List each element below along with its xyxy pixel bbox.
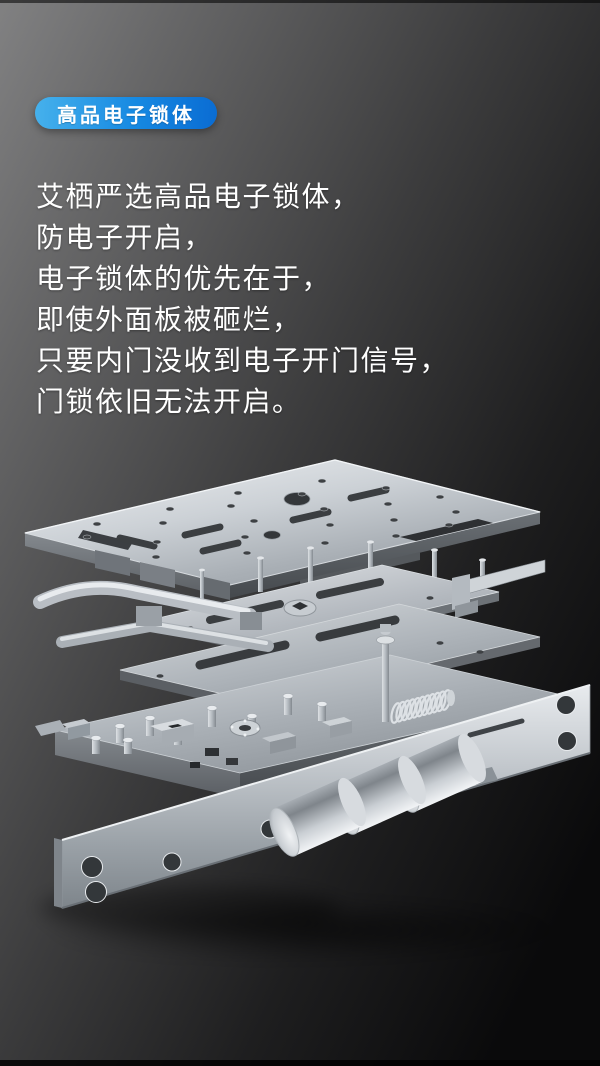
- spring: [390, 689, 455, 724]
- product-badge: 高品电子锁体: [35, 97, 217, 129]
- support-posts: [199, 540, 486, 610]
- description-line: 即使外面板被砸烂，: [36, 304, 302, 335]
- product-badge-label: 高品电子锁体: [57, 104, 195, 127]
- description-line: 艾栖严选高品电子锁体，: [36, 181, 361, 212]
- description-line: 电子锁体的优先在于，: [36, 263, 332, 294]
- product-description: 艾栖严选高品电子锁体， 防电子开启， 电子锁体的优先在于， 即使外面板被砸烂， …: [36, 176, 576, 422]
- left-lever-arms: [33, 580, 274, 652]
- description-line: 防电子开启，: [36, 222, 214, 253]
- lock-exploded-render: [24, 459, 591, 960]
- description-line: 只要内门没收到电子开门信号，: [36, 345, 450, 376]
- floor-shadow: [40, 886, 580, 960]
- top-edge-strip: [0, 0, 600, 3]
- deadbolt-cylinders: [269, 733, 486, 857]
- bottom-edge-strip: [0, 1060, 600, 1066]
- right-bracket: [452, 559, 546, 618]
- mechanism-components: [62, 624, 395, 768]
- description-line: 门锁依旧无法开启。: [36, 386, 302, 417]
